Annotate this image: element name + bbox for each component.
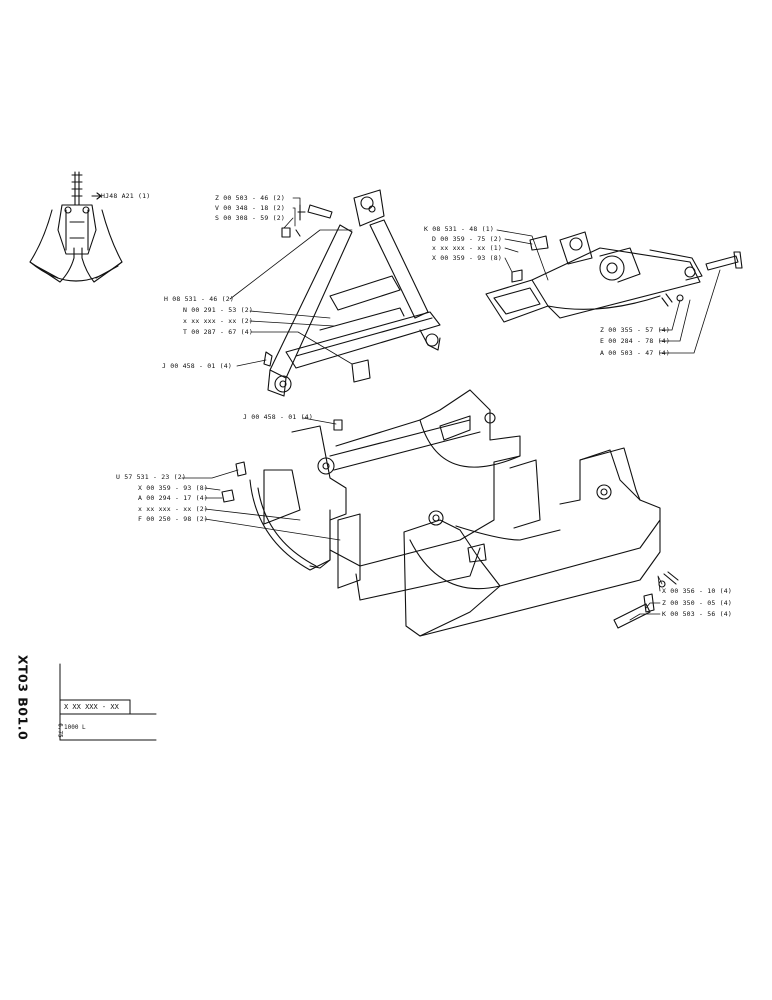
label-arm-3: x xx xxx - xx (1) [432,244,502,252]
title-description: 1000 L [64,724,86,731]
label-frame-3: x xx xxx - xx (2) [183,317,253,325]
drawing-date: 6.75 [56,723,64,738]
label-bucket-5: F 00 250 - 98 (2) [138,515,208,523]
label-frame-2: N 00 291 - 53 (2) [183,306,253,314]
label-top-pin-2: V 00 348 - 18 (2) [215,204,285,212]
label-bucket-grease: J 00 458 - 01 (4) [243,413,313,421]
grab-overview-illustration [29,171,123,283]
label-arm-2: D 00 359 - 75 (2) [432,235,502,243]
label-arm-4: X 00 359 - 93 (8) [432,254,502,262]
label-lower-pin-2: Z 00 350 - 05 (4) [662,599,732,607]
triangular-frame-illustration [263,189,441,397]
label-frame-grease: J 00 458 - 01 (4) [162,362,232,370]
label-top-pin-3: S 00 308 - 59 (2) [215,214,285,222]
label-bucket-2: X 00 359 - 93 (8) [138,484,208,492]
label-arm-pin-1: Z 00 355 - 57 (4) [600,326,670,334]
bucket-halves-illustration [221,389,679,637]
label-bucket-4: x xx xxx - xx (2) [138,505,208,513]
label-frame-1: H 08 531 - 46 (2) [164,295,234,303]
label-top-pin-1: Z 00 503 - 46 (2) [215,194,285,202]
title-part-number: X XX XXX - XX [64,703,119,711]
title-block-frame [59,663,157,741]
label-arm-pin-3: A 00 503 - 47 (4) [600,349,670,357]
leader-lines [181,197,721,621]
label-lower-pin-1: X 00 356 - 10 (4) [662,587,732,595]
label-bucket-3: A 00 294 - 17 (4) [138,494,208,502]
label-frame-4: T 00 287 - 67 (4) [183,328,253,336]
label-lower-pin-3: K 00 503 - 56 (4) [662,610,732,618]
label-arm-pin-2: E 00 284 - 78 (4) [600,337,670,345]
connector-arm-illustration [485,231,743,323]
label-arm-1: K 08 531 - 48 (1) [424,225,494,233]
drawing-code: XT03 B01.0 [15,654,31,741]
label-grab-overview: HJ48 A21 (1) [101,192,151,200]
label-bucket-1: U 57 531 - 23 (2) [116,473,186,481]
